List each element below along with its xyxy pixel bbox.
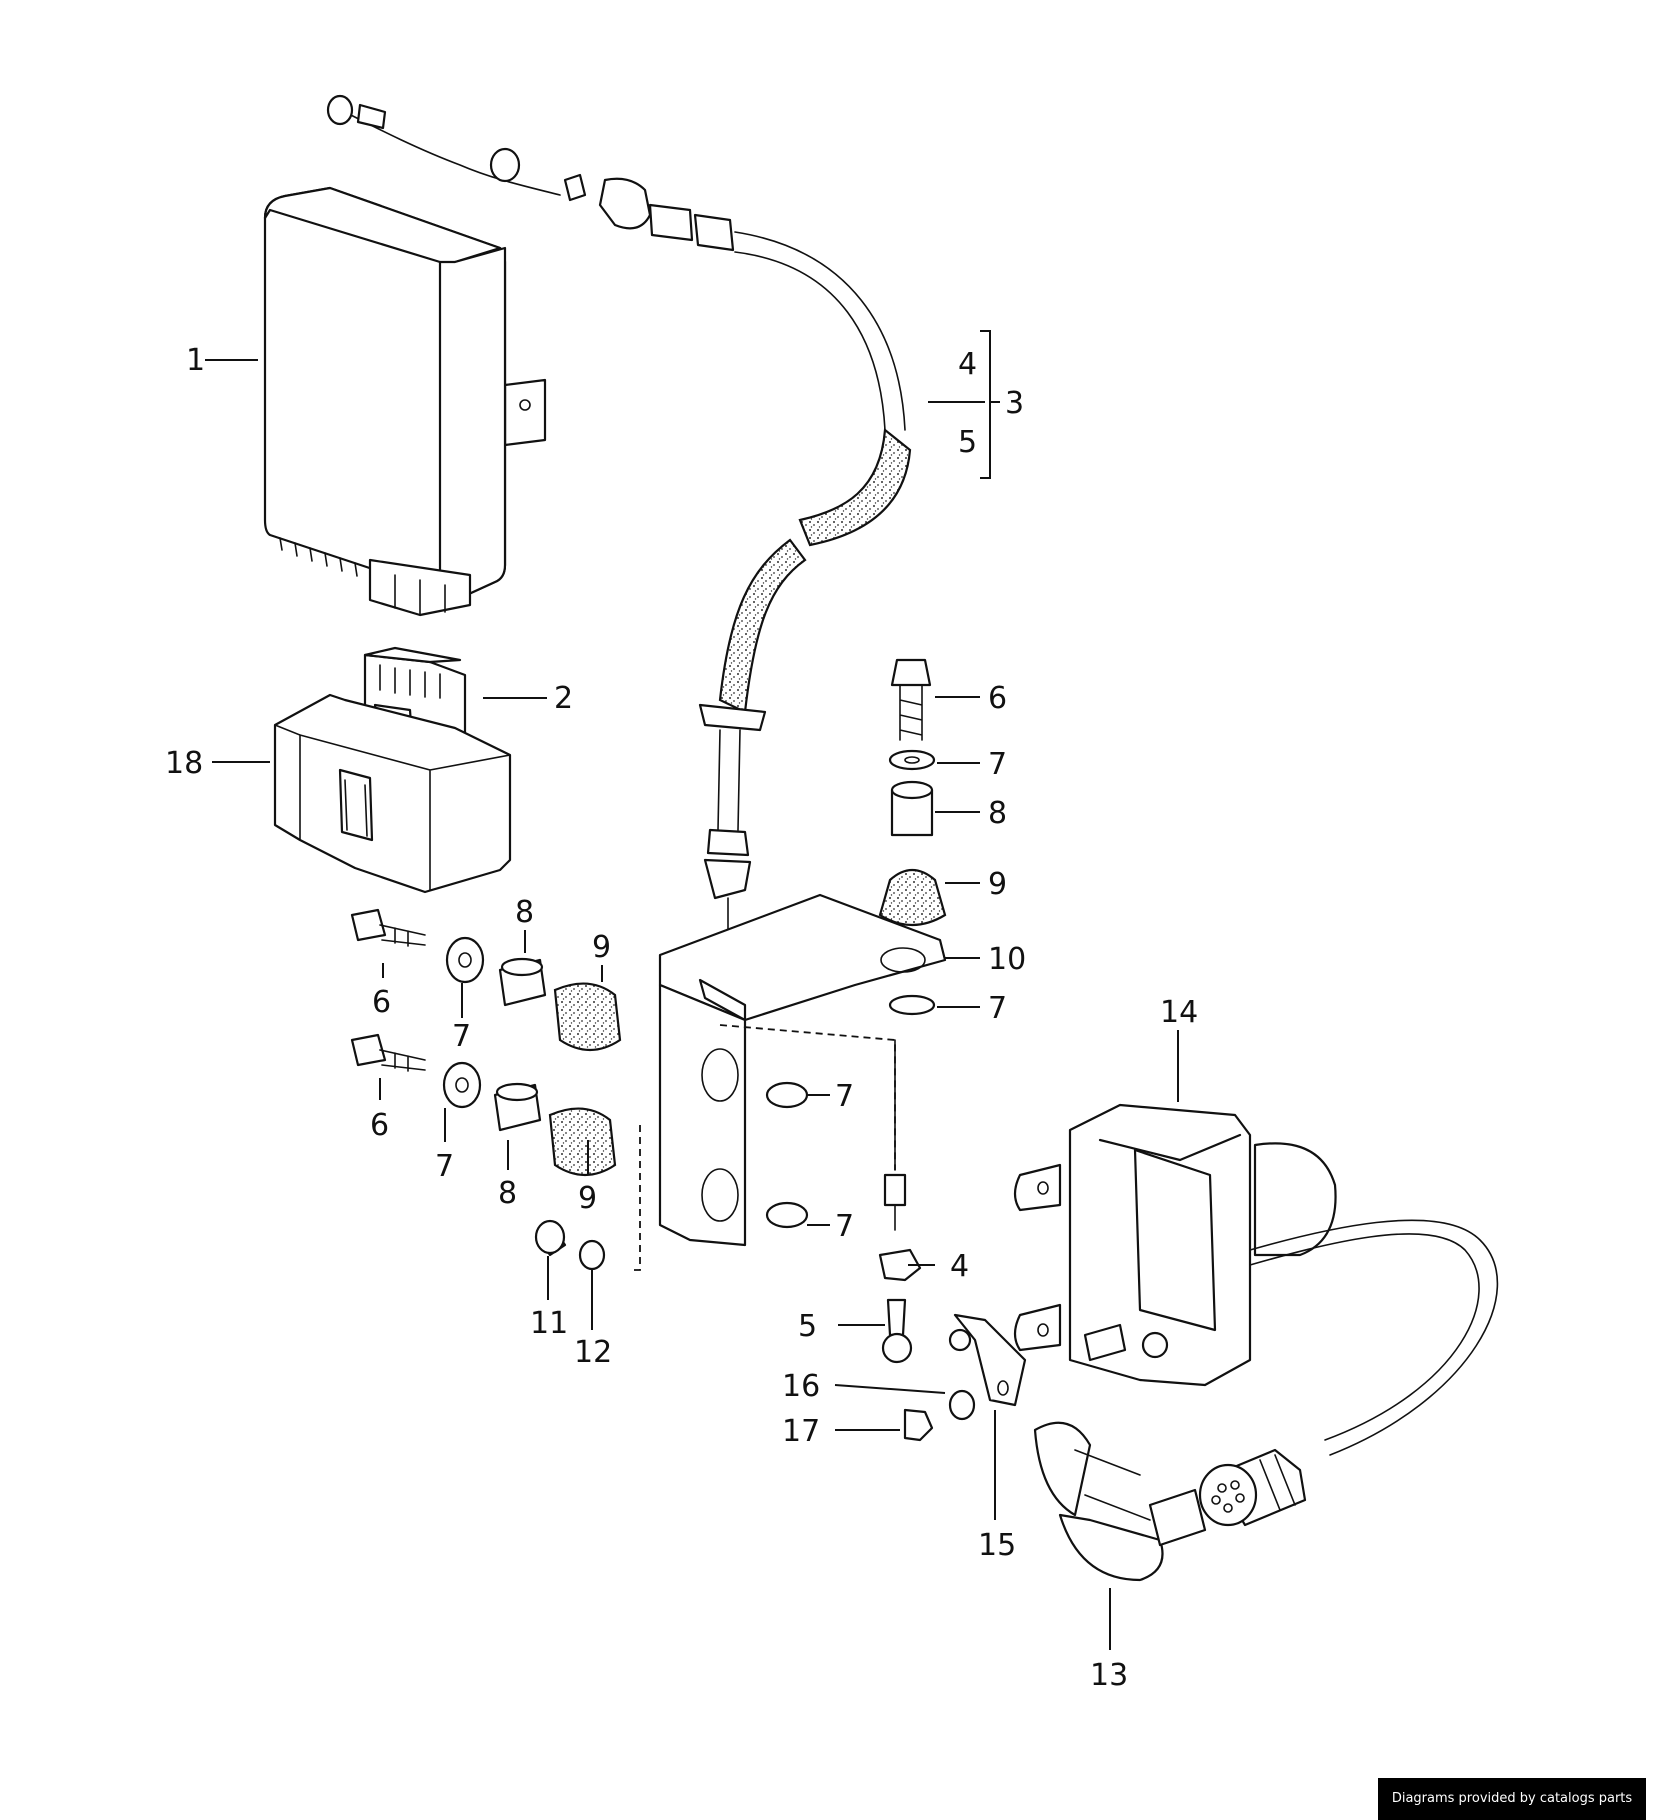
callout-7-bracket-lower: 7 bbox=[835, 1209, 854, 1244]
actuator bbox=[1013, 1103, 1499, 1456]
callout-8-right: 8 bbox=[988, 796, 1007, 831]
callout-15: 15 bbox=[978, 1528, 1016, 1563]
callout-4-upper: 4 bbox=[958, 347, 977, 382]
callout-7-bracket-upper: 7 bbox=[835, 1079, 854, 1114]
callout-5-upper: 5 bbox=[958, 425, 977, 460]
callout-7-lower-left: 7 bbox=[435, 1149, 454, 1184]
cable-end-fittings bbox=[630, 1024, 1027, 1442]
callout-7-right-lower: 7 bbox=[988, 991, 1007, 1026]
callout-14: 14 bbox=[1160, 995, 1198, 1030]
callout-9-right: 9 bbox=[988, 867, 1007, 902]
callout-10: 10 bbox=[988, 942, 1026, 977]
callout-5-lower: 5 bbox=[798, 1309, 817, 1344]
callout-17: 17 bbox=[782, 1414, 820, 1449]
callout-13: 13 bbox=[1090, 1658, 1128, 1693]
callout-1: 1 bbox=[186, 343, 205, 378]
connector-housing bbox=[273, 693, 512, 894]
callout-6-lower-left: 6 bbox=[370, 1108, 389, 1143]
bolt-stack-lower-left bbox=[350, 1033, 809, 1271]
cable-connector-plug bbox=[1198, 1448, 1307, 1527]
leader-lines bbox=[205, 330, 1179, 1650]
control-unit bbox=[263, 186, 547, 617]
bolt-stack-right bbox=[878, 658, 947, 1016]
callout-8-upper-left: 8 bbox=[515, 895, 534, 930]
callout-11: 11 bbox=[530, 1306, 568, 1341]
callout-6-right: 6 bbox=[988, 681, 1007, 716]
callout-9-upper-left: 9 bbox=[592, 930, 611, 965]
throttle-cable bbox=[326, 94, 912, 951]
callout-3: 3 bbox=[1005, 386, 1024, 421]
callout-9-lower-left: 9 bbox=[578, 1181, 597, 1216]
callout-2: 2 bbox=[554, 681, 573, 716]
bolt-stack-upper-left bbox=[350, 908, 622, 1051]
callout-4-lower: 4 bbox=[950, 1249, 969, 1284]
mounting-bracket bbox=[658, 893, 947, 1247]
callout-7-right-upper: 7 bbox=[988, 747, 1007, 782]
callout-12: 12 bbox=[574, 1335, 612, 1370]
callout-18: 18 bbox=[165, 746, 203, 781]
callout-16: 16 bbox=[782, 1369, 820, 1404]
actuator-cover bbox=[1033, 1421, 1207, 1582]
credit-banner: Diagrams provided by catalogs parts bbox=[1378, 1778, 1646, 1820]
callout-labels: 1 2 18 4 3 5 6 7 8 9 10 7 14 8 9 6 7 6 7… bbox=[165, 343, 1198, 1693]
callout-8-lower-left: 8 bbox=[498, 1176, 517, 1211]
callout-7-upper-left: 7 bbox=[452, 1019, 471, 1054]
callout-6-upper-left: 6 bbox=[372, 985, 391, 1020]
